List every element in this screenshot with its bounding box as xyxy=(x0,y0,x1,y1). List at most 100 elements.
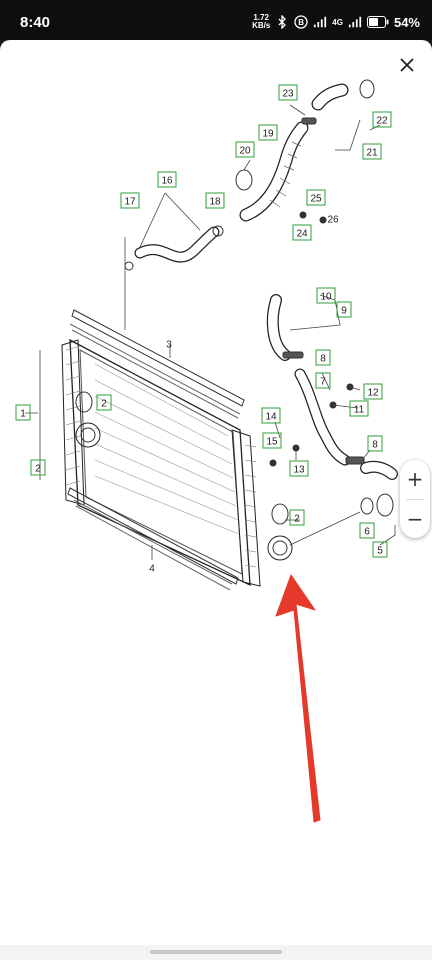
pipe-5 xyxy=(376,493,394,517)
callout-14: 14 xyxy=(261,407,281,424)
callout-label: 21 xyxy=(366,148,378,159)
clamp xyxy=(301,117,317,125)
callout-2: 2 xyxy=(96,394,112,411)
net-speed: 1.72 KB/s xyxy=(252,13,271,30)
callout-label: 2 xyxy=(101,399,107,410)
callout-label: 9 xyxy=(341,306,347,317)
upper-rail xyxy=(69,309,245,419)
gesture-handle[interactable] xyxy=(150,950,282,954)
callout-box xyxy=(372,111,392,128)
callout-box xyxy=(30,459,46,476)
o-ring xyxy=(360,497,374,515)
callout-label: 18 xyxy=(209,197,221,208)
callout-label: 14 xyxy=(265,412,277,423)
callout-1: 1 xyxy=(15,404,31,421)
callout-label: 13 xyxy=(293,465,305,476)
bolt xyxy=(319,216,327,224)
callout-label: 1 xyxy=(20,409,26,420)
o-ring xyxy=(359,79,375,99)
callout-box xyxy=(316,287,336,304)
callout-label: 2 xyxy=(294,514,300,525)
callout-15: 15 xyxy=(262,432,282,449)
zoom-in-button[interactable]: + xyxy=(406,467,424,491)
callout-12: 12 xyxy=(363,383,383,400)
close-button[interactable] xyxy=(392,50,422,80)
callout-box xyxy=(292,224,312,241)
zoom-divider xyxy=(406,499,424,500)
callout-label: 8 xyxy=(372,440,378,451)
callout-box xyxy=(120,192,140,209)
o-ring xyxy=(235,169,253,191)
callout-16: 16 xyxy=(157,171,177,188)
callout-label: 5 xyxy=(377,546,383,557)
callout-label: 23 xyxy=(282,89,294,100)
callout-box xyxy=(367,435,383,452)
callout-13: 13 xyxy=(289,460,309,477)
callout-6: 6 xyxy=(359,522,375,539)
callout-label: 10 xyxy=(320,292,332,303)
callout-label: 12 xyxy=(367,388,379,399)
callout-5: 5 xyxy=(372,541,388,558)
callout-box xyxy=(362,143,382,160)
callout-8: 8 xyxy=(315,349,331,366)
close-icon xyxy=(400,58,414,72)
callout-label: 15 xyxy=(266,437,278,448)
callout-label: 24 xyxy=(296,229,308,240)
callout-26: 26 xyxy=(327,215,339,226)
callout-box xyxy=(315,372,331,389)
callout-box xyxy=(349,400,369,417)
callout-box xyxy=(336,301,352,318)
leader-lines xyxy=(25,104,396,560)
callout-box xyxy=(205,192,225,209)
callout-3: 3 xyxy=(166,340,172,351)
network-type: 4G xyxy=(332,17,343,27)
callout-24: 24 xyxy=(292,224,312,241)
core-outlet-inner xyxy=(272,540,288,556)
core-outlet xyxy=(267,535,293,561)
bluetooth-icon xyxy=(278,15,287,29)
battery-icon xyxy=(366,16,389,28)
callout-box xyxy=(15,404,31,421)
battery-level: 54% xyxy=(393,14,420,30)
o-ring xyxy=(271,503,289,525)
callout-box xyxy=(235,141,255,158)
callout-label: 8 xyxy=(320,354,326,365)
status-icons: 1.72 KB/s B 4G 54% xyxy=(252,12,420,32)
callout-box xyxy=(157,171,177,188)
callout-label: 25 xyxy=(310,194,322,205)
callout-21: 21 xyxy=(362,143,382,160)
status-bar: 8:40 1.72 KB/s B 4G 54% xyxy=(0,0,432,40)
nav-bar xyxy=(0,945,432,960)
callout-label: 6 xyxy=(364,527,370,538)
callout-label: 19 xyxy=(262,129,274,140)
callout-label: 4 xyxy=(149,564,155,575)
callout-label: 11 xyxy=(354,405,365,416)
callout-box xyxy=(258,124,278,141)
callout-19: 19 xyxy=(258,124,278,141)
callout-box xyxy=(96,394,112,411)
status-time: 8:40 xyxy=(20,14,51,31)
callout-2: 2 xyxy=(30,459,46,476)
callout-17: 17 xyxy=(120,192,140,209)
zoom-out-button[interactable]: − xyxy=(406,507,424,531)
callout-4: 4 xyxy=(149,564,155,575)
core-inlet xyxy=(75,422,101,448)
lower-rail xyxy=(67,487,239,591)
callout-2: 2 xyxy=(289,509,305,526)
bolt xyxy=(269,459,277,467)
signal-icon xyxy=(348,16,362,28)
callout-9: 9 xyxy=(336,301,352,318)
circle-b-icon: B xyxy=(294,15,308,29)
callout-label: 22 xyxy=(376,116,388,127)
callout-box xyxy=(363,383,383,400)
callout-label: 3 xyxy=(166,340,172,351)
core-inlet-inner xyxy=(80,427,96,443)
callout-label: 20 xyxy=(239,146,251,157)
callout-25: 25 xyxy=(306,189,326,206)
zoom-control: + − xyxy=(400,460,430,538)
clamp xyxy=(282,351,304,359)
callout-box xyxy=(289,460,309,477)
callout-label: 16 xyxy=(161,176,173,187)
